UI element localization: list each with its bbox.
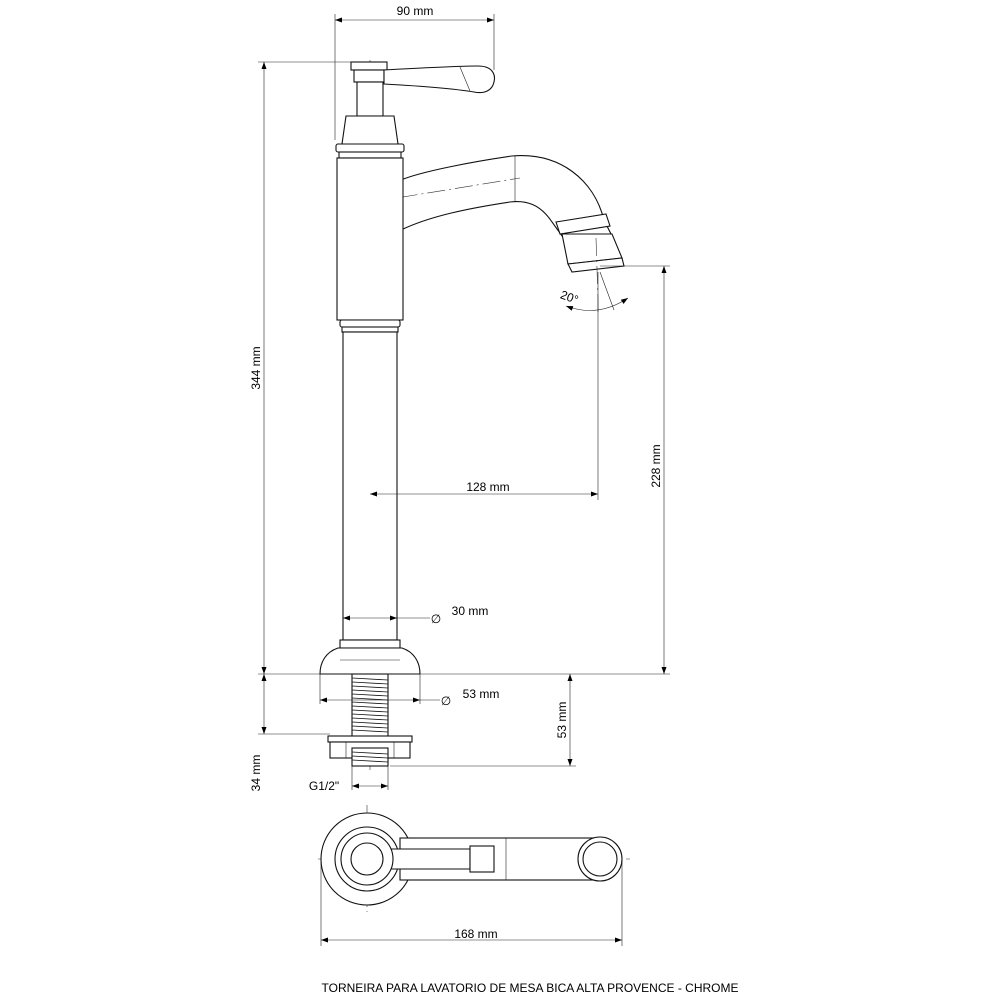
spout: [371, 155, 625, 301]
body-tube: [342, 331, 398, 641]
threaded-shank: [351, 673, 389, 739]
base-flange: [319, 639, 421, 675]
spout-reach-label: 128 mm: [466, 480, 509, 494]
base-diameter-symbol: ∅: [441, 694, 451, 708]
body-upper: [336, 157, 404, 333]
front-elevation: [319, 60, 625, 770]
drawing-caption: TORNEIRA PARA LAVATORIO DE MESA BICA ALT…: [322, 981, 739, 995]
spout-height-label: 228 mm: [649, 444, 663, 487]
dimension-labels: 90 mm 344 mm 228 mm 128 mm 20° ∅ 30 mm ∅…: [249, 4, 663, 941]
body-cap: [335, 115, 405, 159]
mounting-nut: [327, 735, 413, 767]
bottom-height-label: 34 mm: [249, 755, 263, 792]
thread-size-label: G1/2": [309, 779, 339, 793]
handle-width-label: 90 mm: [397, 4, 434, 18]
thread-length-label: 53 mm: [555, 702, 569, 739]
base-diameter-label: 53 mm: [463, 687, 500, 701]
plan-view: [318, 805, 630, 912]
plan-length-label: 168 mm: [454, 927, 497, 941]
angle-label: 20°: [558, 288, 580, 307]
handle-lever: [350, 61, 496, 117]
body-diameter-label: 30 mm: [452, 604, 489, 618]
dimension-lines: [258, 14, 670, 946]
body-diameter-symbol: ∅: [431, 612, 441, 626]
total-height-label: 344 mm: [249, 346, 263, 389]
